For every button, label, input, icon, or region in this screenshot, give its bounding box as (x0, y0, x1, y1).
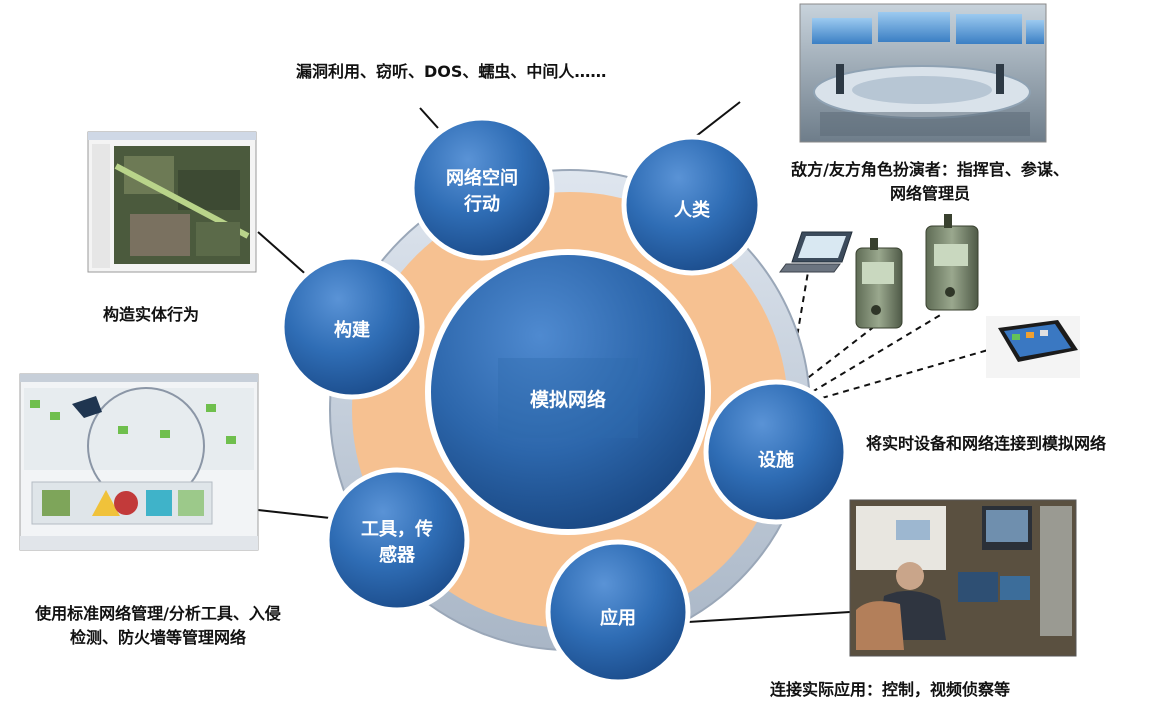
caption-apps: 连接实际应用：控制，视频侦察等 (770, 680, 1011, 699)
center-node-label: 模拟网络 (530, 388, 606, 411)
caption-roles-line1: 敌方/友方角色扮演者：指挥官、参谋、 (791, 160, 1069, 179)
node-app[interactable]: 应用 (545, 539, 691, 685)
control-room-photo (799, 3, 1047, 143)
line-facility-radio2 (811, 313, 943, 393)
node-cyber[interactable]: 网络空间 行动 (409, 115, 555, 261)
laptop-image (779, 231, 853, 273)
node-human[interactable]: 人类 (621, 134, 763, 276)
caption-attacks: 漏洞利用、窃听、DOS、蠕虫、中间人…… (296, 62, 607, 81)
line-facility-laptop (789, 271, 809, 379)
caption-roles-line2: 网络管理员 (889, 184, 970, 203)
caption-tools: 使用标准网络管理/分析工具、入侵 检测、防火墙等管理网络 (6, 602, 310, 650)
node-app-label: 应用 (600, 607, 636, 629)
node-tools[interactable]: 工具，传 感器 (324, 467, 470, 613)
radio-device-2 (925, 214, 979, 311)
line-app-cockpit (687, 611, 851, 623)
node-facility[interactable]: 设施 (703, 379, 849, 525)
line-facility-phone (821, 349, 989, 399)
caption-tools-line1: 使用标准网络管理/分析工具、入侵 (35, 604, 281, 623)
node-cyber-line1: 网络空间 (446, 167, 518, 189)
map-screenshot (87, 131, 257, 273)
node-build-label: 构建 (334, 319, 370, 341)
radio-device-1 (855, 238, 903, 329)
node-build[interactable]: 构建 (279, 254, 425, 400)
caption-entity: 构造实体行为 (103, 305, 200, 324)
node-human-label: 人类 (674, 199, 711, 221)
node-tools-line1: 工具，传 (361, 518, 433, 540)
phone-image (986, 316, 1080, 378)
line-cyber-attacks (419, 107, 439, 129)
node-tools-line2: 感器 (379, 544, 416, 566)
center-node[interactable]: 模拟网络 (425, 249, 711, 535)
caption-connect: 将实时设备和网络连接到模拟网络 (866, 434, 1107, 453)
line-tools-netmap (257, 509, 331, 519)
line-build-map (257, 231, 311, 279)
line-facility-radio1 (799, 321, 881, 385)
cockpit-photo (849, 499, 1077, 657)
caption-roles: 敌方/友方角色扮演者：指挥官、参谋、 网络管理员 (770, 158, 1090, 206)
node-cyber-line2: 行动 (463, 193, 500, 215)
caption-tools-line2: 检测、防火墙等管理网络 (69, 628, 246, 647)
netmap-screenshot (19, 373, 259, 551)
node-facility-label: 设施 (758, 449, 794, 471)
